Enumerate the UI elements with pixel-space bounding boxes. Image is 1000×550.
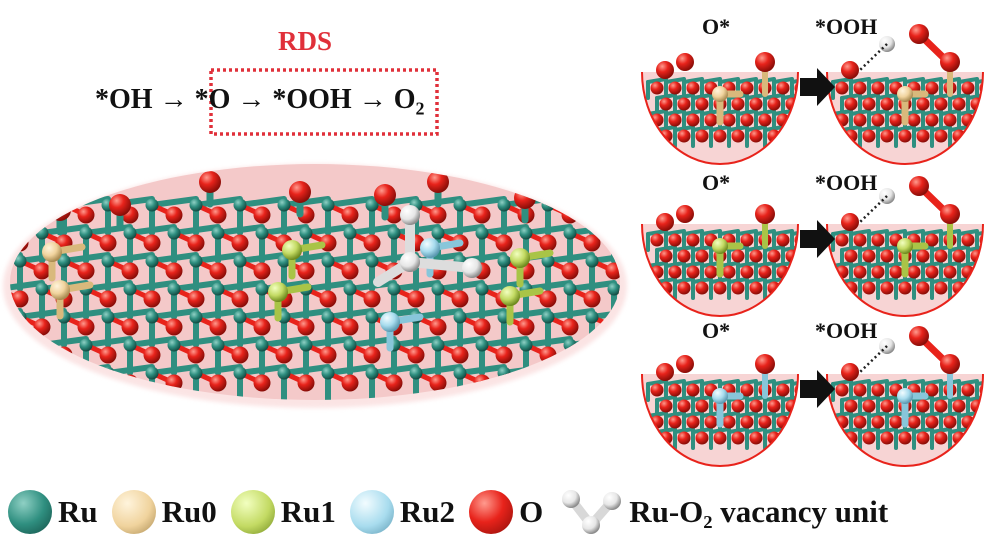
legend-label-ru2: Ru2 [399,494,456,529]
adsorption-panels [641,24,984,467]
legend-label-ru: Ru [58,494,98,529]
legend-label-ru1: Ru1 [280,494,336,529]
main-slab [3,164,627,408]
panel-1-left-slab [641,52,799,165]
ru1-atom-icon [230,490,275,534]
panel-3-right-label: *OOH [815,318,878,343]
panel-2-right-label: *OOH [815,170,878,195]
rds-box [209,68,439,136]
eq-arrow-3: → [358,84,387,115]
panel-2-left-slab [641,204,799,317]
reaction-arrow-icon [800,220,835,258]
legend-label-o: O [519,494,544,529]
reaction-arrow-icon [800,68,835,106]
eq-o: *O [194,84,231,115]
ru0-atom-icon [111,490,156,534]
legend-item-ru1: Ru1 [230,490,336,534]
eq-arrow-2: → [237,84,266,115]
panel-3-left-slab [641,354,799,467]
panel-2-left-label: O* [702,170,731,195]
eq-o2: O2 [393,84,425,119]
panel-3-right-slab [826,326,984,467]
eq-arrow-1: → [159,84,188,115]
legend-item-ru0: Ru0 [111,490,217,534]
reaction-arrow-icon [800,370,835,408]
legend-item-vacancy: Ru-O₂ vacancy unit [557,487,888,537]
legend: Ru Ru0 Ru1 Ru2 O Ru-O₂ vacancy unit [8,484,902,540]
o-atom-icon [469,490,514,534]
panel-2-right-slab [826,176,984,317]
panel-1-right-slab [826,24,984,165]
legend-item-ru: Ru [8,490,98,534]
ru2-atom-icon [349,490,394,534]
panel-1-right-label: *OOH [815,14,878,39]
rds-label: RDS [278,26,333,56]
legend-item-ru2: Ru2 [349,490,456,534]
ru-atom-icon [8,490,52,534]
legend-label-ru0: Ru0 [161,494,217,529]
eq-ooh: *OOH [272,84,352,115]
panel-1-left-label: O* [702,14,731,39]
legend-label-vacancy: Ru-O₂ vacancy unit [629,494,889,529]
reaction-equation: *OH → *O → *OOH → O2 [95,84,424,120]
eq-oh: *OH [95,84,153,115]
panel-3-left-label: O* [702,318,731,343]
vacancy-unit-icon [562,490,622,534]
legend-item-o: O [469,490,543,534]
